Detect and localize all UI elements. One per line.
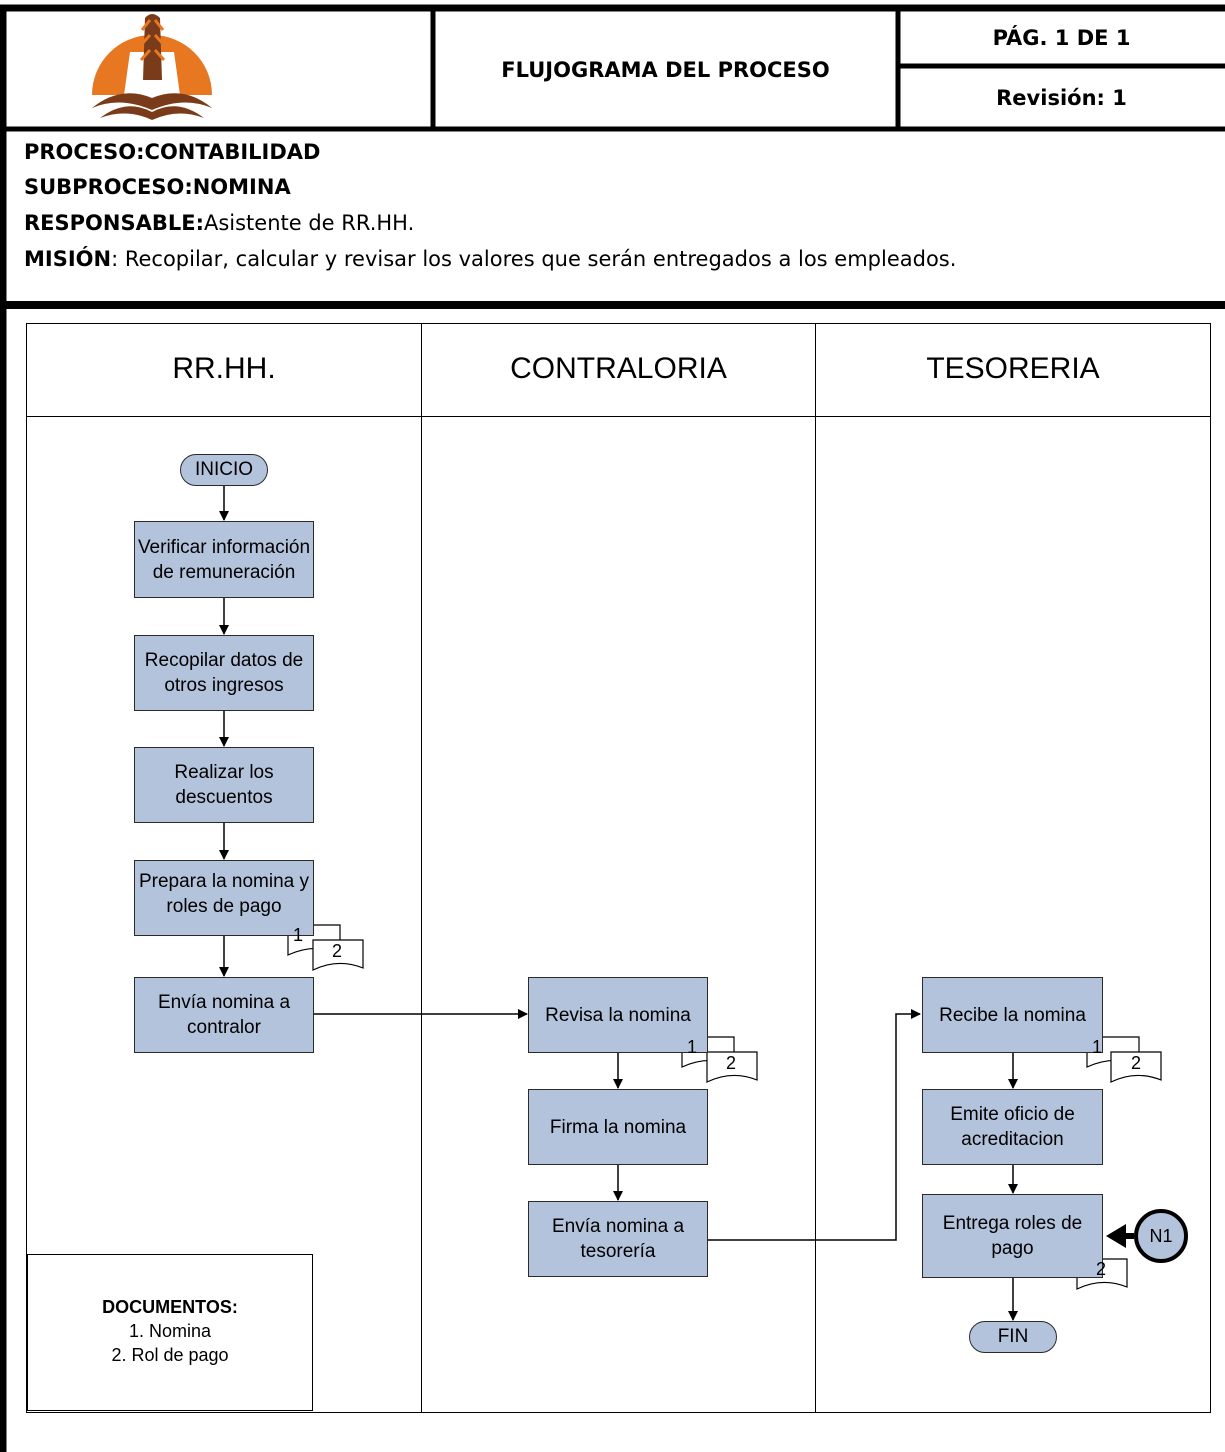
- step-entrega: Entrega roles de pago: [922, 1194, 1103, 1278]
- step-envia-contralor: Envía nomina a contralor: [134, 977, 314, 1053]
- legend-item: 1. Nomina: [128, 1321, 212, 1341]
- proceso-line: PROCESO:CONTABILIDAD: [24, 140, 320, 164]
- step-prepara: Prepara la nomina y roles de pago: [134, 860, 314, 936]
- flow-arrows: [219, 486, 1018, 1321]
- subproceso-line: SUBPROCESO:NOMINA: [24, 175, 291, 199]
- step-envia-tesoreria: Envía nomina a tesorería: [528, 1201, 708, 1277]
- lane-title-tesoreria: TESORERIA: [926, 352, 1100, 385]
- page-title: FLUJOGRAMA DEL PROCESO: [501, 58, 830, 82]
- doc-number-1: 1: [687, 1037, 698, 1057]
- step-verificar: Verificar información de remuneración: [134, 521, 314, 598]
- step-firma: Firma la nomina: [528, 1089, 708, 1165]
- lane-title-contraloria: CONTRALORIA: [510, 352, 727, 385]
- connector-arrow: [1106, 1224, 1134, 1248]
- documents-legend: DOCUMENTOS: 1. Nomina 2. Rol de pago: [27, 1254, 313, 1411]
- step-recibe: Recibe la nomina: [922, 977, 1103, 1053]
- doc-number-2: 2: [726, 1053, 737, 1073]
- doc-number-1: 1: [1092, 1037, 1103, 1057]
- step-recopilar: Recopilar datos de otros ingresos: [134, 635, 314, 711]
- legend-title: DOCUMENTOS:: [102, 1297, 238, 1317]
- responsable-value: Asistente de RR.HH.: [203, 211, 415, 235]
- lane-title-rrhh: RR.HH.: [172, 352, 276, 385]
- doc-number-2: 2: [332, 941, 343, 961]
- off-page-connector-n1: N1: [1134, 1209, 1188, 1263]
- page-number: PÁG. 1 DE 1: [992, 26, 1131, 50]
- doc-number-2: 2: [1131, 1053, 1142, 1073]
- header-frame: [0, 4, 1225, 1452]
- subproceso-label: SUBPROCESO:NOMINA: [24, 175, 291, 199]
- legend-item: 2. Rol de pago: [111, 1345, 229, 1365]
- proceso-label: PROCESO:CONTABILIDAD: [24, 140, 321, 164]
- end-terminator: FIN: [969, 1321, 1057, 1353]
- company-logo: [92, 14, 212, 120]
- responsable-line: RESPONSABLE:Asistente de RR.HH.: [24, 211, 414, 235]
- step-realizar: Realizar los descuentos: [134, 747, 314, 823]
- responsable-label: RESPONSABLE:: [24, 211, 204, 235]
- doc-number-1: 1: [293, 925, 304, 945]
- start-terminator: INICIO: [180, 454, 268, 486]
- mision-label: MISIÓN: [24, 247, 112, 271]
- mision-value: : Recopilar, calcular y revisar los valo…: [111, 247, 957, 271]
- step-emite: Emite oficio de acreditacion: [922, 1089, 1103, 1165]
- document-shapes: [287, 924, 1162, 1290]
- swimlane-frame: [26, 323, 1211, 1413]
- mision-line: MISIÓN: Recopilar, calcular y revisar lo…: [24, 247, 956, 271]
- doc-number-2: 2: [1096, 1259, 1107, 1279]
- step-revisa: Revisa la nomina: [528, 977, 708, 1053]
- revision-label: Revisión: 1: [996, 86, 1127, 110]
